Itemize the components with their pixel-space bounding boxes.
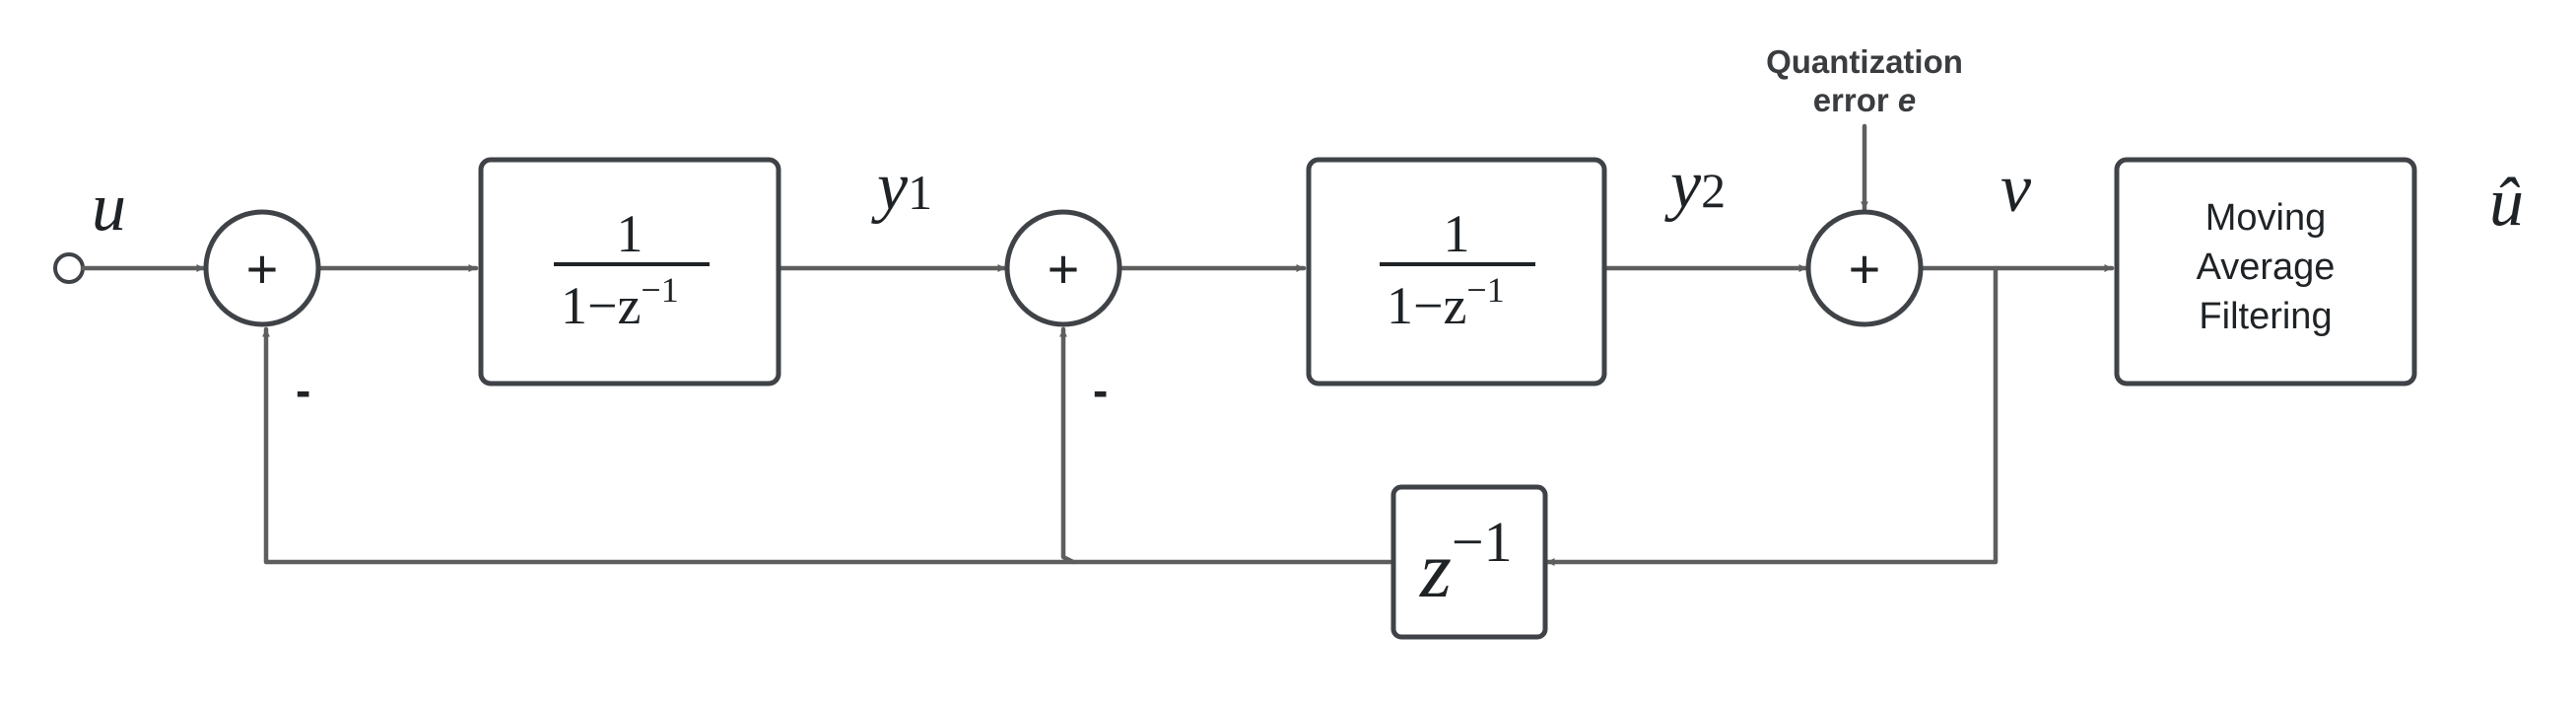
delay-label-exponent: −1	[1452, 510, 1513, 574]
sum-junction-2: +	[1004, 209, 1122, 327]
unit-delay-block: z−1	[1390, 484, 1548, 640]
signal-label-v: v	[2000, 151, 2032, 227]
sum-1-plus-sign: +	[246, 238, 279, 300]
integrator-1-denominator-exponent: −1	[641, 270, 678, 310]
quantization-error-label-line-2: error e	[1813, 82, 1917, 118]
sum-junction-3: +	[1805, 209, 1924, 327]
sum-1-minus-sign: -	[296, 365, 310, 416]
signal-label-y1: y1	[871, 149, 932, 225]
filter-label-line-1: Moving	[2205, 197, 2327, 239]
signal-label-y1-subscript: 1	[908, 165, 932, 220]
integrator-1-denominator: 1−z−1	[561, 270, 679, 335]
quantization-error-label-text: error	[1813, 82, 1898, 118]
filter-label-line-2: Average	[2197, 246, 2336, 288]
integrator-1-denominator-base: 1−z	[561, 276, 641, 335]
integrator-2-numerator: 1	[1444, 204, 1470, 263]
signal-label-y2-subscript: 2	[1701, 163, 1726, 218]
moving-average-filter-block: Moving Average Filtering	[2114, 157, 2417, 387]
quantization-error-symbol: e	[1898, 82, 1916, 118]
wire-delay-to-sum1-feedback	[262, 326, 1393, 565]
integrator-2-denominator-base: 1−z	[1387, 276, 1466, 335]
wire-delay-to-sum2-feedback	[1059, 326, 1076, 565]
delay-label: z−1	[1419, 510, 1513, 614]
sum-2-minus-sign: -	[1093, 365, 1108, 416]
integrator-2-denominator-exponent: −1	[1466, 270, 1504, 310]
signal-label-y2: y2	[1664, 147, 1726, 223]
filter-label-line-3: Filtering	[2199, 296, 2332, 337]
integrator-1-numerator: 1	[617, 204, 644, 263]
sum-junction-1: +	[203, 209, 321, 327]
quantization-error-label-line-1: Quantization	[1766, 43, 1963, 80]
input-terminal	[53, 252, 85, 284]
integrator-block-2: 1 1−z−1	[1306, 157, 1607, 387]
delay-label-base: z	[1419, 525, 1452, 614]
sum-2-plus-sign: +	[1048, 238, 1080, 300]
signal-label-u-hat: û	[2489, 165, 2524, 241]
signal-label-u: u	[92, 170, 126, 246]
integrator-2-denominator: 1−z−1	[1387, 270, 1505, 335]
sum-3-plus-sign: +	[1849, 238, 1881, 300]
wire-v-to-delay	[1544, 265, 1999, 566]
signal-label-y2-base: y	[1664, 147, 1702, 223]
integrator-block-1: 1 1−z−1	[478, 157, 781, 387]
signal-label-y1-base: y	[871, 149, 909, 225]
